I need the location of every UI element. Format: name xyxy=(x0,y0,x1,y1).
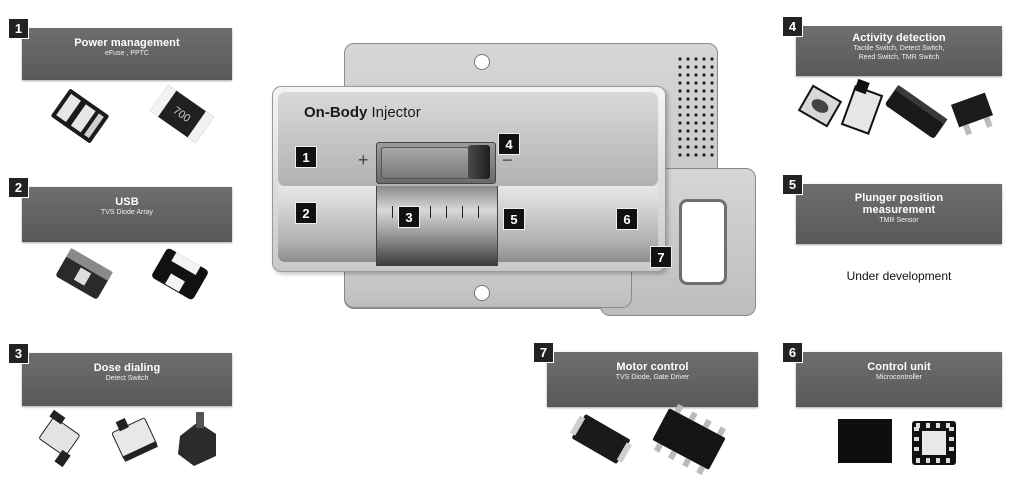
card-control-unit: Control unit Microcontroller 6 xyxy=(782,342,1002,484)
device-marker-6: 6 xyxy=(616,208,638,230)
card-number-badge: 2 xyxy=(8,177,29,198)
device-marker-3: 3 xyxy=(398,206,420,228)
card-header: USB TVS Diode Array xyxy=(22,187,232,242)
component-images xyxy=(22,234,232,319)
card-title: Control unit xyxy=(867,361,931,373)
card-title: Activity detection xyxy=(852,32,946,44)
card-title: Power management xyxy=(74,37,180,49)
plunger-window xyxy=(679,199,727,285)
card-title-line2: measurement xyxy=(862,204,936,216)
card-number-badge: 3 xyxy=(8,343,29,364)
card-subtitle: TVS Diode Array xyxy=(100,209,154,216)
card-subtitle-line1: Tactile Switch, Detect Switch, xyxy=(853,45,945,52)
card-subtitle: Detect Switch xyxy=(105,375,149,382)
card-header: Control unit Microcontroller xyxy=(796,352,1002,407)
card-subtitle: TVS Diode, Gate Driver xyxy=(615,374,690,381)
device-title: On-Body Injector xyxy=(304,104,421,121)
card-subtitle: eFuse , PPTC xyxy=(105,50,149,57)
card-subtitle: TMR Sensor xyxy=(879,217,919,224)
component-area: Under development xyxy=(796,237,1002,320)
efuse-chip-icon xyxy=(51,89,109,143)
card-activity-detection: Activity detection Tactile Switch, Detec… xyxy=(782,16,1002,151)
dial-tick xyxy=(446,206,447,218)
card-plunger-position: Plunger position measurement TMR Sensor … xyxy=(782,174,1002,320)
screw-hole-top xyxy=(474,54,490,70)
component-images xyxy=(547,399,758,484)
card-number-badge: 6 xyxy=(782,342,803,363)
tvs-diode-array-icon xyxy=(56,248,208,300)
card-number-badge: 5 xyxy=(782,174,803,195)
card-number-badge: 1 xyxy=(8,18,29,39)
gate-driver-icon xyxy=(570,403,726,476)
dial-tick xyxy=(392,206,393,218)
card-title: USB xyxy=(115,196,139,208)
dial-tick xyxy=(478,206,479,218)
power-switch-knob[interactable] xyxy=(468,145,490,179)
minus-sign: − xyxy=(502,150,513,170)
component-images: 700 xyxy=(22,72,232,158)
component-images xyxy=(796,399,1002,484)
card-number-badge: 7 xyxy=(533,342,554,363)
card-title: Motor control xyxy=(616,361,689,373)
component-images xyxy=(796,76,1002,151)
card-title: Dose dialing xyxy=(93,362,161,374)
pptc-chip-icon: 700 xyxy=(149,84,215,144)
device-marker-2: 2 xyxy=(295,202,317,224)
card-header: Power management eFuse , PPTC xyxy=(22,28,232,80)
vent-holes-grid xyxy=(678,57,714,157)
screw-hole-bottom xyxy=(474,285,490,301)
dial-tick xyxy=(462,206,463,218)
device-marker-5: 5 xyxy=(503,208,525,230)
card-motor-control: Motor control TVS Diode, Gate Driver 7 xyxy=(533,342,758,484)
card-power-management: Power management eFuse , PPTC 1 700 xyxy=(8,18,232,158)
detect-switch-icon xyxy=(39,409,216,468)
component-images xyxy=(22,398,232,483)
card-subtitle: Microcontroller xyxy=(876,374,922,381)
device-marker-7: 7 xyxy=(650,246,672,268)
dose-dial[interactable] xyxy=(376,186,498,266)
card-header: Activity detection Tactile Switch, Detec… xyxy=(796,26,1002,76)
device-title-rest: Injector xyxy=(367,104,421,121)
device-title-bold: On-Body xyxy=(304,104,368,121)
device-marker-1: 1 xyxy=(295,146,317,168)
card-dose-dialing: Dose dialing Detect Switch 3 xyxy=(8,343,232,483)
card-number-badge: 4 xyxy=(782,16,803,37)
plus-sign: + xyxy=(358,150,369,170)
card-header: Plunger position measurement TMR Sensor xyxy=(796,184,1002,244)
power-switch-slider[interactable] xyxy=(381,147,469,179)
device-marker-4: 4 xyxy=(498,133,520,155)
card-subtitle-line2: Reed Switch, TMR Switch xyxy=(858,54,940,61)
dial-tick xyxy=(430,206,431,218)
card-usb: USB TVS Diode Array 2 xyxy=(8,177,232,319)
card-header: Motor control TVS Diode, Gate Driver xyxy=(547,352,758,407)
microcontroller-icon xyxy=(838,419,956,465)
tactile-switch-icon xyxy=(797,78,994,138)
card-header: Dose dialing Detect Switch xyxy=(22,353,232,406)
card-title-line1: Plunger position xyxy=(854,192,944,204)
under-development-note: Under development xyxy=(846,269,952,283)
